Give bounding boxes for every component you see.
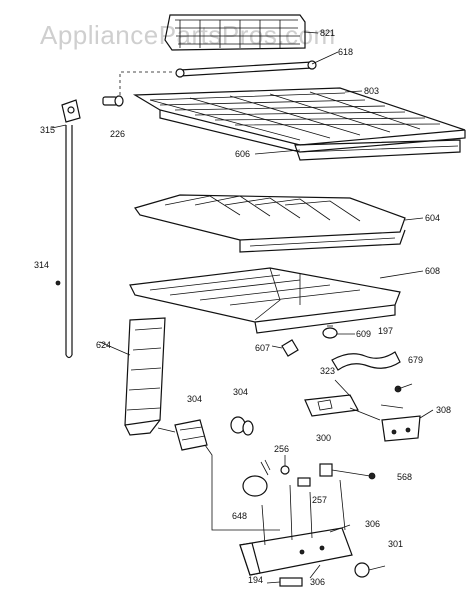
label-803: 803 (364, 86, 379, 96)
part-308-plate (381, 415, 421, 442)
part-197-strip (331, 351, 401, 371)
part-618-slide-rod (175, 60, 317, 78)
label-304b: 304 (233, 387, 248, 397)
label-300: 300 (316, 433, 331, 443)
part-609-grommet (322, 325, 338, 339)
label-306b: 306 (310, 577, 325, 587)
label-194: 194 (248, 575, 263, 585)
label-257: 257 (312, 495, 327, 505)
watermark: AppliancePartsPros.com (40, 20, 336, 50)
part-304-knob (230, 416, 254, 436)
part-194-label (279, 577, 303, 587)
label-568: 568 (397, 472, 412, 482)
part-labels: 821 618 803 226 315 606 604 608 314 624 … (34, 28, 451, 587)
part-679-screw (394, 383, 413, 393)
part-604-pan (134, 194, 406, 253)
label-323: 323 (320, 366, 335, 376)
part-608-pan-base (129, 267, 401, 334)
label-618: 618 (338, 47, 353, 57)
part-821-cover-frame (164, 14, 306, 51)
part-256-sensor (280, 455, 290, 475)
label-256: 256 (274, 444, 289, 454)
leader-lines (51, 31, 434, 584)
part-803-shelf (132, 87, 466, 153)
label-197: 197 (378, 326, 393, 336)
label-308: 308 (436, 405, 451, 415)
part-323-bracket (304, 379, 359, 417)
label-608: 608 (425, 266, 440, 276)
label-607: 607 (255, 343, 270, 353)
part-648-motor (242, 459, 271, 497)
label-624: 624 (96, 340, 111, 350)
label-821: 821 (320, 28, 335, 38)
label-648: 648 (232, 511, 247, 521)
part-568-screw (368, 472, 376, 480)
label-226: 226 (110, 129, 125, 139)
part-301-knob (354, 562, 370, 578)
label-306a: 306 (365, 519, 380, 529)
label-315: 315 (40, 125, 55, 135)
label-314: 314 (34, 260, 49, 270)
label-609: 609 (356, 329, 371, 339)
part-607-knob (281, 339, 299, 357)
label-606: 606 (235, 149, 250, 159)
label-604: 604 (425, 213, 440, 223)
part-257-clip (297, 477, 311, 487)
part-314-rod (55, 99, 81, 359)
label-301: 301 (388, 539, 403, 549)
label-679: 679 (408, 355, 423, 365)
part-226-clip (102, 95, 124, 107)
part-624-divider (124, 317, 166, 436)
part-304-housing-left (174, 419, 208, 451)
part-306-housing (239, 527, 353, 576)
label-304a: 304 (187, 394, 202, 404)
part-300-connector (319, 463, 371, 477)
part-606-shelf-trim (294, 139, 461, 161)
